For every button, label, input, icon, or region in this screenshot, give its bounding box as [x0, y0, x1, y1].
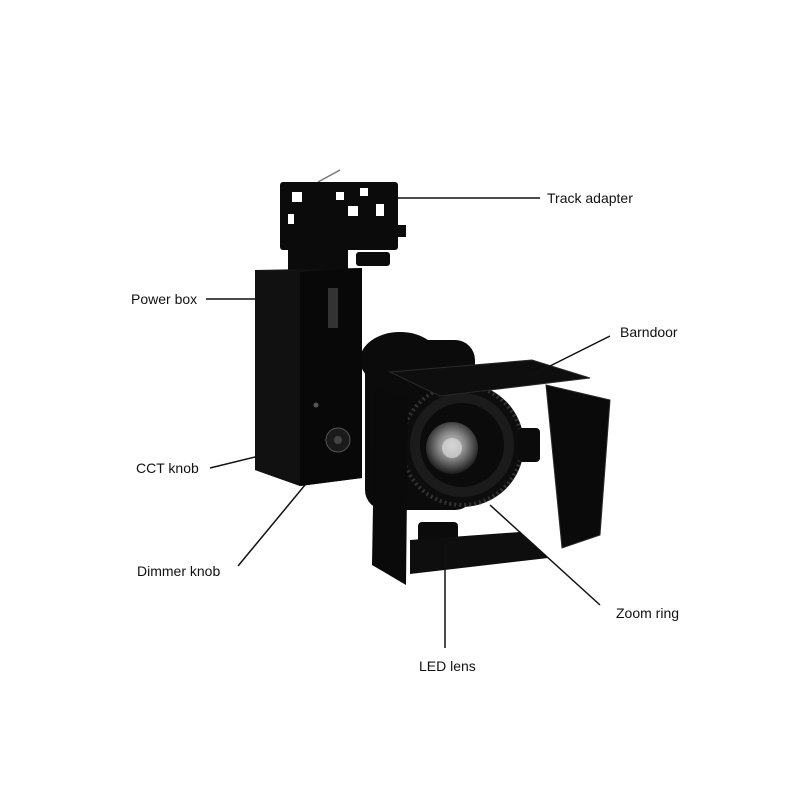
track-adapter — [280, 169, 406, 272]
zoom-ring-leader — [489, 504, 601, 606]
cct-knob-leader — [209, 445, 301, 469]
cct-knob — [325, 427, 351, 453]
power-box-label: Power box — [131, 291, 198, 307]
zoom-ring-label: Zoom ring — [616, 605, 680, 621]
barndoor-right — [545, 384, 611, 549]
leader-lines — [206, 197, 611, 648]
dimmer-knob-leader — [237, 484, 306, 567]
barndoor-left — [372, 388, 408, 585]
track-adapter-label: Track adapter — [547, 190, 633, 206]
barndoor-leader — [529, 335, 611, 377]
led-lens-label: LED lens — [419, 658, 476, 674]
cct-knob-label: CCT knob — [136, 460, 199, 476]
barndoor-top — [388, 359, 591, 397]
dimmer-knob-label: Dimmer knob — [137, 563, 221, 579]
barndoor-label: Barndoor — [620, 324, 678, 340]
led-lens — [426, 422, 478, 474]
